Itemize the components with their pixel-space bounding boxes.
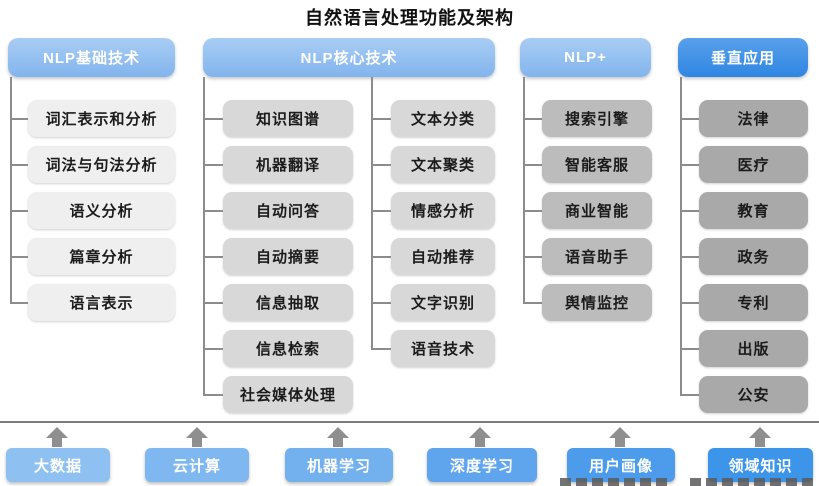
- up-arrow-icon: [609, 427, 631, 447]
- foundation-box-cloud-computing[interactable]: 云计算: [145, 448, 249, 482]
- header-nlp-plus[interactable]: NLP+: [520, 38, 651, 77]
- diagram-title: 自然语言处理功能及架构: [305, 8, 514, 28]
- tree-node-government[interactable]: 政务: [680, 238, 808, 275]
- tree-node-voice-assistant[interactable]: 语音助手: [523, 238, 652, 275]
- watermark-fragment: [690, 478, 815, 486]
- tree-node-social-media-processing[interactable]: 社会媒体处理: [203, 376, 353, 413]
- tree-node-language-representation[interactable]: 语言表示: [10, 284, 175, 321]
- tree-node-knowledge-graph[interactable]: 知识图谱: [203, 100, 353, 137]
- tree-node-sentiment-analysis[interactable]: 情感分析: [371, 192, 495, 229]
- header-vertical-applications[interactable]: 垂直应用: [678, 38, 808, 77]
- tree-node-discourse-analysis[interactable]: 篇章分析: [10, 238, 175, 275]
- tree-node-public-opinion-monitoring[interactable]: 舆情监控: [523, 284, 652, 321]
- up-arrow-icon: [186, 427, 208, 447]
- tree-node-lexical-representation[interactable]: 词汇表示和分析: [10, 100, 175, 137]
- tree-node-auto-summarization[interactable]: 自动摘要: [203, 238, 353, 275]
- tree-node-auto-recommendation[interactable]: 自动推荐: [371, 238, 495, 275]
- foundation-box-deep-learning[interactable]: 深度学习: [427, 448, 537, 482]
- foundation-divider-line: [0, 421, 819, 423]
- header-nlp-core-tech[interactable]: NLP核心技术: [203, 38, 495, 77]
- connector-line-col2-left: [203, 77, 205, 394]
- connector-line-col1: [10, 77, 12, 302]
- foundation-box-user-profiling[interactable]: 用户画像: [567, 448, 675, 482]
- connector-line-col2-right: [371, 77, 373, 348]
- tree-node-business-intelligence[interactable]: 商业智能: [523, 192, 652, 229]
- tree-node-patent[interactable]: 专利: [680, 284, 808, 321]
- tree-node-ocr[interactable]: 文字识别: [371, 284, 495, 321]
- tree-node-search-engine[interactable]: 搜索引擎: [523, 100, 652, 137]
- up-arrow-icon: [749, 427, 771, 447]
- tree-node-medical[interactable]: 医疗: [680, 146, 808, 183]
- connector-line-col3: [523, 77, 525, 302]
- tree-node-semantic-analysis[interactable]: 语义分析: [10, 192, 175, 229]
- up-arrow-icon: [469, 427, 491, 447]
- up-arrow-icon: [46, 427, 68, 447]
- connector-line-col4: [680, 77, 682, 394]
- tree-node-information-extraction[interactable]: 信息抽取: [203, 284, 353, 321]
- tree-node-public-security[interactable]: 公安: [680, 376, 808, 413]
- tree-node-text-classification[interactable]: 文本分类: [371, 100, 495, 137]
- tree-node-morph-syntax-analysis[interactable]: 词法与句法分析: [10, 146, 175, 183]
- foundation-box-machine-learning[interactable]: 机器学习: [285, 448, 393, 482]
- tree-node-education[interactable]: 教育: [680, 192, 808, 229]
- tree-node-speech-technology[interactable]: 语音技术: [371, 330, 495, 367]
- tree-node-auto-qa[interactable]: 自动问答: [203, 192, 353, 229]
- tree-node-information-retrieval[interactable]: 信息检索: [203, 330, 353, 367]
- foundation-box-big-data[interactable]: 大数据: [6, 448, 110, 482]
- header-nlp-basic-tech[interactable]: NLP基础技术: [8, 38, 175, 77]
- tree-node-text-clustering[interactable]: 文本聚类: [371, 146, 495, 183]
- up-arrow-icon: [327, 427, 349, 447]
- tree-node-machine-translation[interactable]: 机器翻译: [203, 146, 353, 183]
- watermark-fragment: [560, 478, 672, 486]
- tree-node-smart-customer-service[interactable]: 智能客服: [523, 146, 652, 183]
- foundation-box-domain-knowledge[interactable]: 领域知识: [708, 448, 813, 482]
- tree-node-publishing[interactable]: 出版: [680, 330, 808, 367]
- tree-node-legal[interactable]: 法律: [680, 100, 808, 137]
